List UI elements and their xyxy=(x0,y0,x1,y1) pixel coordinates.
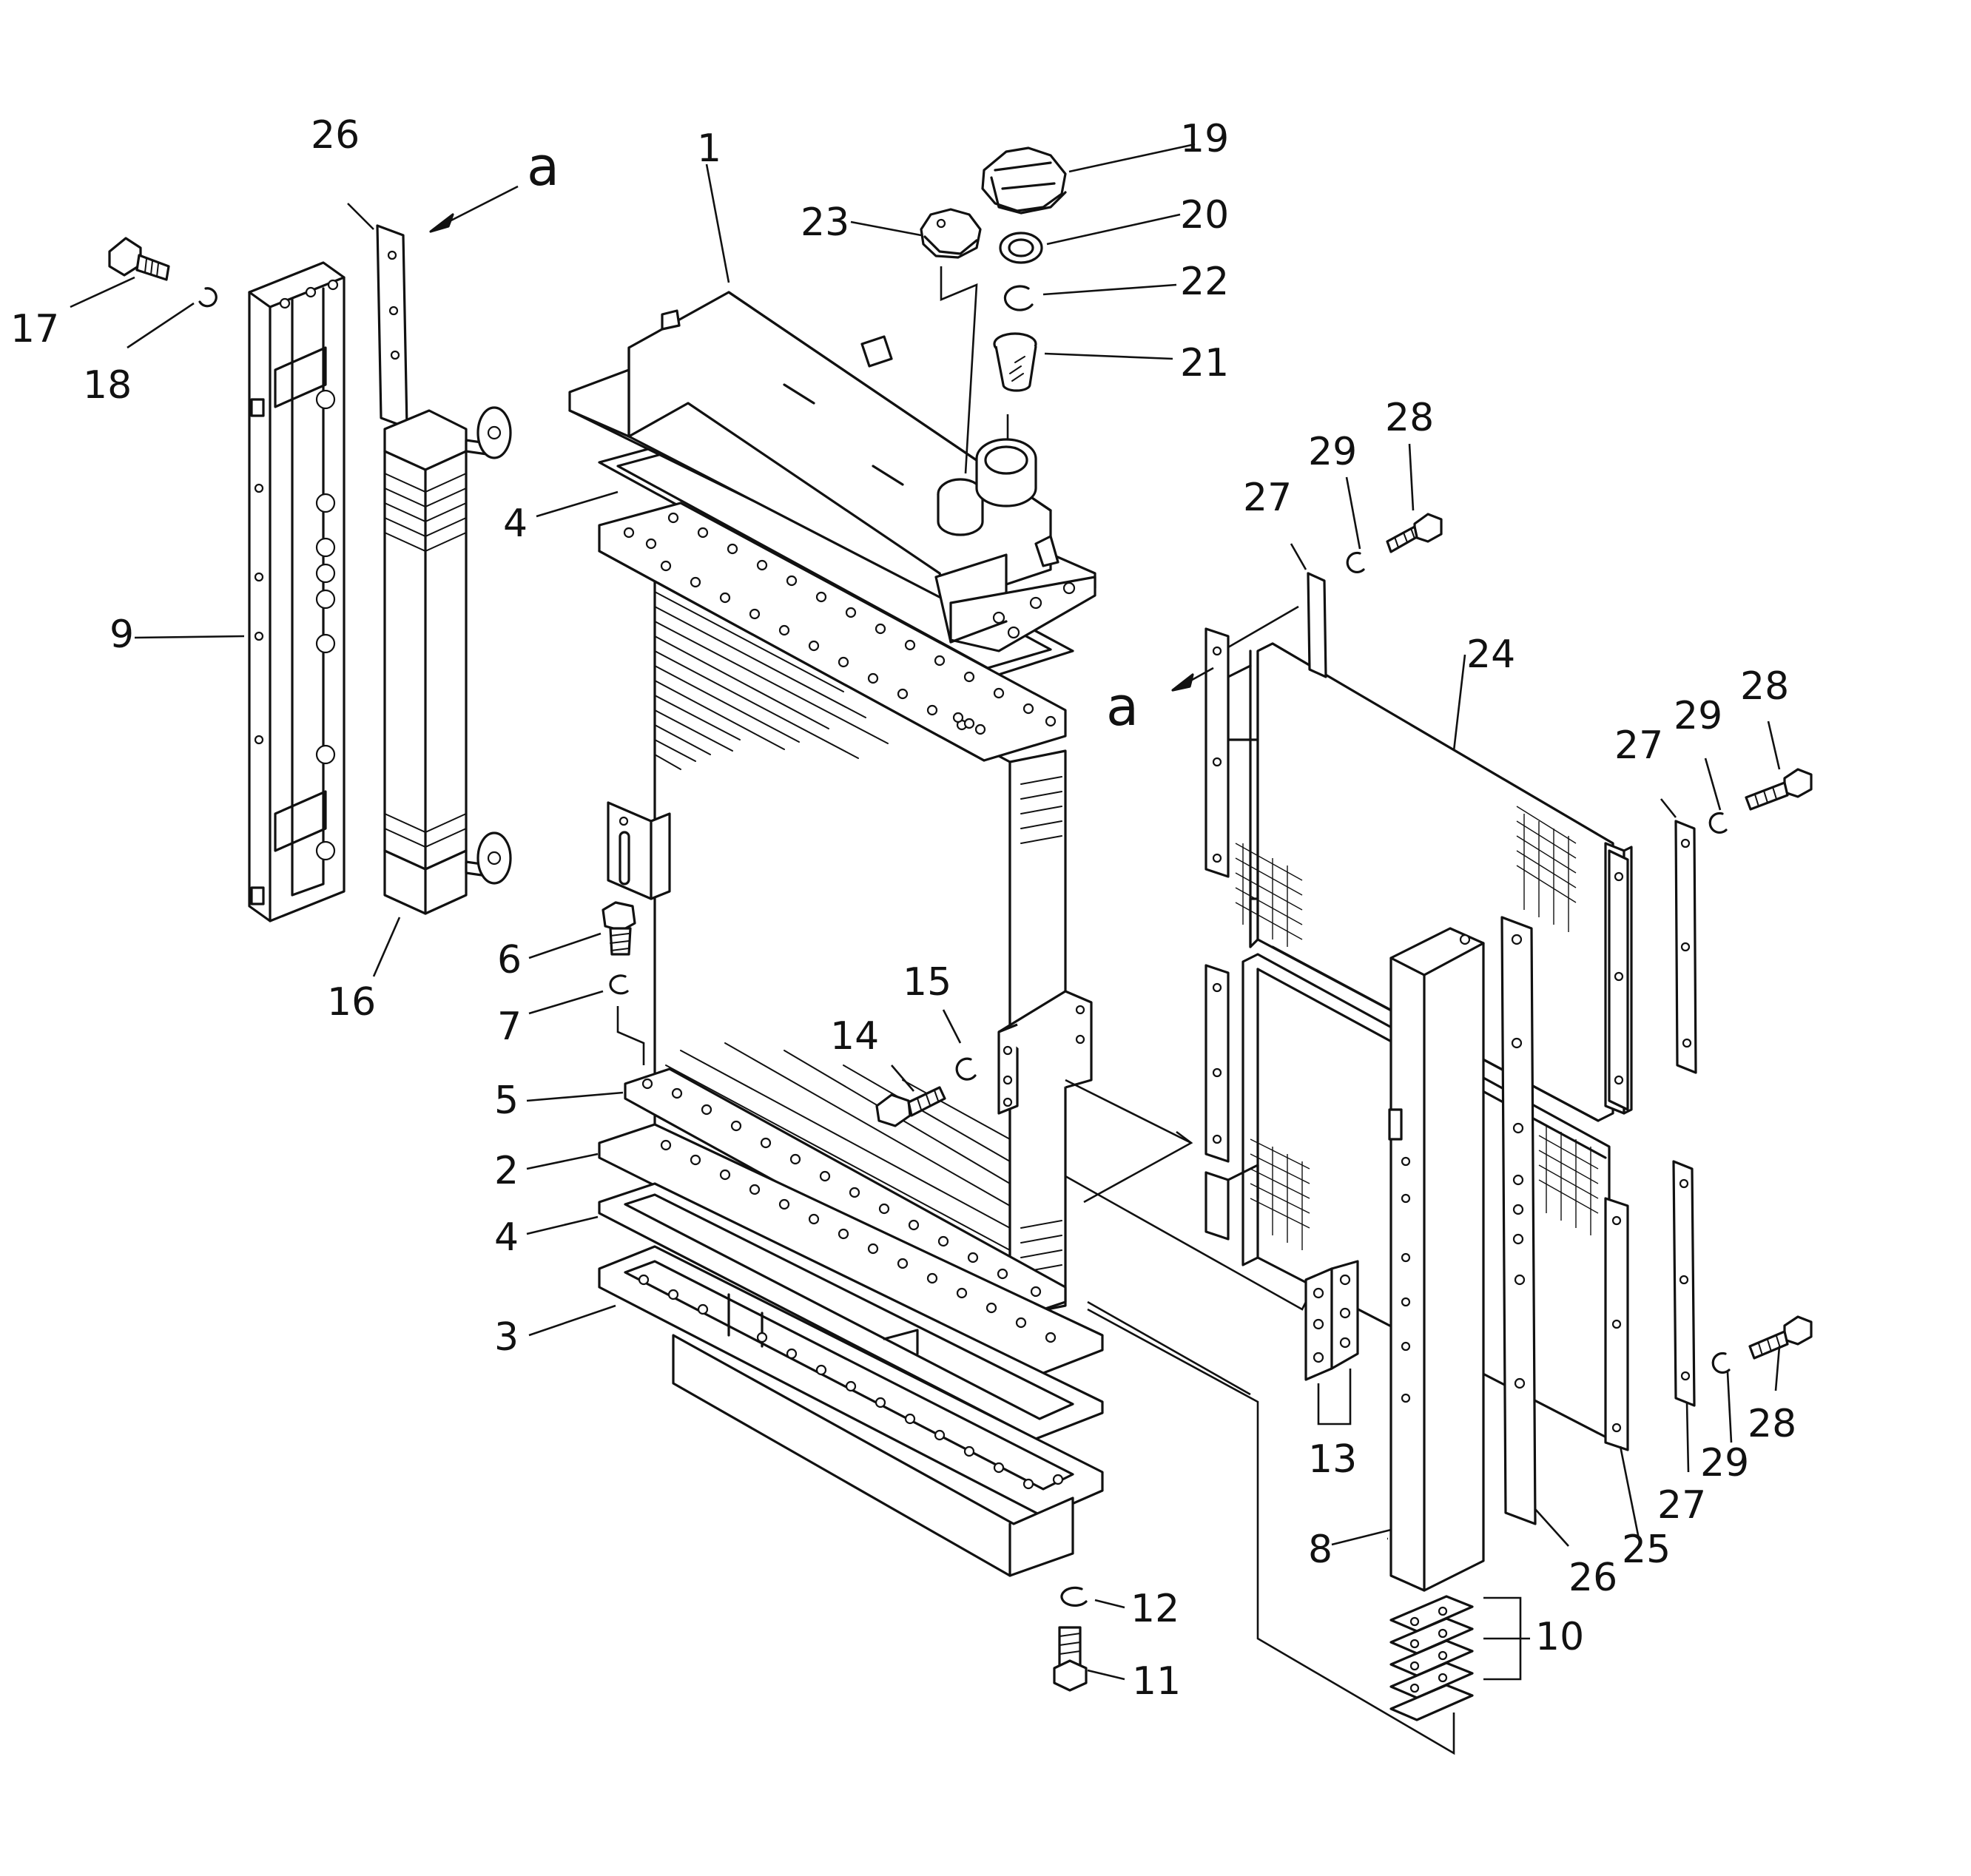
label-24: 24 xyxy=(1466,632,1515,677)
part-3-lower-tank xyxy=(598,1245,1104,1577)
part-28-bolt-mid xyxy=(1745,768,1813,811)
part-2-core-plate xyxy=(598,1123,1104,1377)
part-29-washer-top xyxy=(1346,551,1365,573)
label-26-left: 26 xyxy=(311,113,360,158)
label-23: 23 xyxy=(801,200,849,245)
label-leaders xyxy=(70,143,1781,1681)
part-27-strip-low xyxy=(1672,1160,1696,1407)
part-27-strip-top xyxy=(1307,572,1327,678)
label-27-top: 27 xyxy=(1243,476,1292,520)
label-28-top: 28 xyxy=(1385,396,1434,440)
label-27-low: 27 xyxy=(1657,1483,1706,1528)
part-19-filler-cap xyxy=(981,146,1067,215)
part-7-washer xyxy=(609,974,645,1065)
label-19: 19 xyxy=(1180,117,1229,161)
part-8-side-post xyxy=(1388,927,1485,1592)
part-6-bolt xyxy=(602,901,636,956)
label-21: 21 xyxy=(1180,341,1229,385)
label-28-mid: 28 xyxy=(1740,664,1789,709)
label-26-right: 26 xyxy=(1569,1556,1617,1600)
label-4-lower: 4 xyxy=(494,1215,519,1260)
label-1: 1 xyxy=(697,126,721,171)
part-16-oil-cooler xyxy=(383,406,512,915)
part-13-brackets xyxy=(1304,1260,1359,1425)
part-26-strip-right xyxy=(1500,916,1537,1525)
part-29-washer-mid xyxy=(1708,812,1728,834)
label-view-a-top: a xyxy=(527,135,559,198)
part-27-strip-mid xyxy=(1674,820,1697,1074)
label-2: 2 xyxy=(494,1149,519,1193)
part-12-washer xyxy=(1060,1586,1088,1607)
part-21-strainer xyxy=(993,332,1037,392)
label-14: 14 xyxy=(830,1014,879,1059)
label-15: 15 xyxy=(903,960,951,1005)
part-20-gasket xyxy=(999,232,1043,264)
label-9: 9 xyxy=(110,613,134,657)
part-5-lower-plate xyxy=(624,1067,1067,1318)
label-18: 18 xyxy=(83,363,132,408)
label-5: 5 xyxy=(494,1079,519,1123)
label-4-upper: 4 xyxy=(503,502,528,546)
label-12: 12 xyxy=(1131,1587,1179,1631)
part-11-bolt xyxy=(1053,1626,1088,1692)
part-14-bolt xyxy=(875,1086,946,1127)
part-15-washer xyxy=(955,1057,977,1081)
label-6: 6 xyxy=(497,938,522,982)
label-3: 3 xyxy=(494,1315,519,1360)
label-29-low: 29 xyxy=(1700,1441,1749,1485)
part-28-bolt-low xyxy=(1748,1315,1813,1360)
view-a-arrow-top xyxy=(429,185,519,233)
label-27-mid: 27 xyxy=(1614,723,1663,768)
part-23-pressure-cap xyxy=(920,208,982,259)
label-25: 25 xyxy=(1622,1528,1671,1572)
label-28-low: 28 xyxy=(1748,1402,1796,1446)
part-22-clip xyxy=(1003,285,1034,311)
label-view-a-mid: a xyxy=(1106,675,1139,738)
label-10: 10 xyxy=(1535,1615,1584,1659)
view-a-arrow-mid xyxy=(1171,667,1214,692)
part-17-bolt xyxy=(108,237,170,281)
label-13: 13 xyxy=(1308,1437,1357,1482)
part-28-bolt-top xyxy=(1386,513,1443,553)
label-17: 17 xyxy=(10,307,59,351)
part-29-washer-low xyxy=(1711,1352,1731,1374)
assembly-lines xyxy=(1065,605,1455,1755)
label-20: 20 xyxy=(1180,193,1229,237)
part-10-shims xyxy=(1389,1595,1474,1721)
label-29-mid: 29 xyxy=(1674,694,1722,738)
part-18-washer xyxy=(198,287,218,308)
cap-alignment-line xyxy=(940,266,978,474)
label-29-top: 29 xyxy=(1308,430,1357,474)
label-11: 11 xyxy=(1132,1659,1181,1704)
label-22: 22 xyxy=(1180,260,1229,304)
label-16: 16 xyxy=(327,980,376,1025)
label-7: 7 xyxy=(497,1005,522,1049)
part-1-upper-tank xyxy=(568,291,1096,652)
part-4-lower-gasket xyxy=(598,1182,1104,1440)
part-9-side-frame xyxy=(248,261,346,922)
label-8: 8 xyxy=(1308,1528,1332,1572)
part-26-strip-left xyxy=(376,224,408,429)
